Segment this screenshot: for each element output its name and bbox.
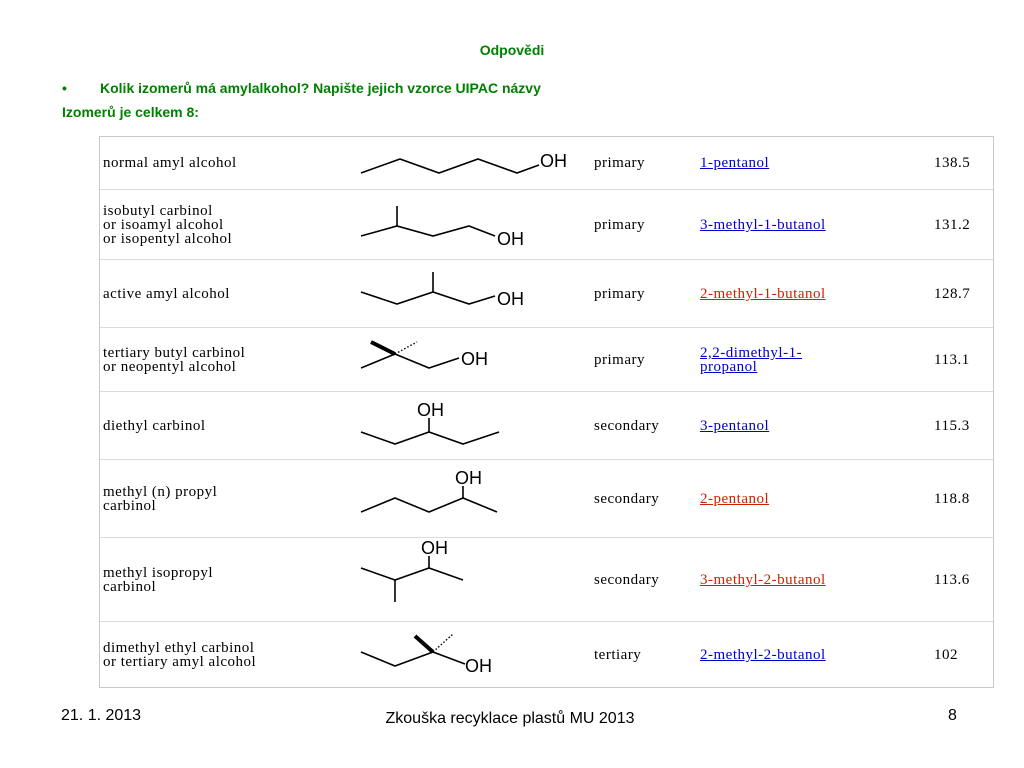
1-pentanol-structure-icon: OH	[355, 137, 587, 189]
boiling-point: 115.3	[934, 418, 970, 434]
structure-svg: OH	[360, 206, 524, 249]
structure-svg: OH	[360, 272, 524, 309]
table-row: normal amyl alcohol OH primary 1-pentano…	[100, 137, 993, 189]
svg-text:OH: OH	[421, 538, 448, 558]
slide-title: Odpovědi	[479, 42, 545, 58]
svg-text:OH: OH	[465, 656, 492, 676]
3-pentanol-structure-icon: OH	[355, 392, 587, 460]
boiling-point: 131.2	[934, 217, 971, 233]
boiling-point: 113.1	[934, 352, 970, 368]
footer-title: Zkouška recyklace plastů MU 2013	[385, 710, 635, 727]
svg-text:OH: OH	[540, 151, 567, 171]
2-methyl-1-butanol-structure-icon: OH	[355, 260, 587, 328]
iupac-name-link[interactable]: 3-pentanol	[700, 418, 770, 434]
table-row: diethyl carbinol OH secondary 3-pentanol…	[100, 391, 993, 460]
2-methyl-2-butanol-structure-icon: OH	[355, 622, 587, 688]
alcohol-type: primary	[594, 352, 645, 368]
question-text: Kolik izomerů má amylalkohol? Napište je…	[100, 80, 541, 96]
answer-text: Izomerů je celkem 8:	[62, 104, 199, 120]
iupac-name-link[interactable]: 1-pentanol	[700, 155, 770, 171]
iupac-name-link[interactable]: 2,2-dimethyl-1-propanol	[700, 345, 803, 375]
iupac-name-link[interactable]: 2-methyl-2-butanol	[700, 647, 826, 663]
svg-text:OH: OH	[455, 468, 482, 488]
3-methyl-1-butanol-structure-icon: OH	[355, 190, 587, 260]
common-name: active amyl alcohol	[103, 286, 230, 302]
2-pentanol-structure-icon: OH	[355, 460, 587, 538]
alcohol-type: primary	[594, 286, 645, 302]
3-methyl-2-butanol-structure-icon: OH	[355, 538, 587, 622]
svg-text:OH: OH	[461, 349, 488, 369]
neopentyl-alcohol-structure-icon: OH	[355, 328, 587, 392]
boiling-point: 128.7	[934, 286, 971, 302]
iupac-name-link[interactable]: 2-pentanol	[700, 491, 770, 507]
alcohol-type: secondary	[594, 572, 660, 588]
structure-svg: OH	[360, 151, 567, 174]
structure-svg: OH	[360, 633, 492, 676]
iupac-name-link[interactable]: 3-methyl-2-butanol	[700, 572, 826, 588]
boiling-point: 113.6	[934, 572, 970, 588]
alcohol-type: primary	[594, 217, 645, 233]
alcohol-type: primary	[594, 155, 645, 171]
table-row: active amyl alcohol OH primary 2-methyl-…	[100, 259, 993, 328]
iupac-name-link[interactable]: 3-methyl-1-butanol	[700, 217, 826, 233]
structure-svg: OH	[360, 340, 488, 369]
svg-text:OH: OH	[497, 229, 524, 249]
common-name: normal amyl alcohol	[103, 155, 237, 171]
svg-text:OH: OH	[417, 400, 444, 420]
iupac-name-link[interactable]: 2-methyl-1-butanol	[700, 286, 826, 302]
footer-date: 21. 1. 2013	[61, 707, 142, 724]
isomer-table: normal amyl alcohol OH primary 1-pentano…	[99, 136, 994, 688]
page-number: 8	[948, 707, 957, 724]
boiling-point: 138.5	[934, 155, 971, 171]
alcohol-type: secondary	[594, 491, 660, 507]
boiling-point: 102	[934, 647, 958, 663]
bullet-icon: •	[62, 80, 67, 96]
alcohol-type: secondary	[594, 418, 660, 434]
structure-svg: OH	[360, 400, 500, 445]
boiling-point: 118.8	[934, 491, 970, 507]
structure-svg: OH	[360, 468, 498, 513]
common-name: diethyl carbinol	[103, 418, 206, 434]
alcohol-type: tertiary	[594, 647, 642, 663]
structure-svg: OH	[360, 538, 464, 602]
svg-text:OH: OH	[497, 289, 524, 309]
question-bullet: • Kolik izomerů má amylalkohol? Napište j…	[62, 80, 541, 96]
